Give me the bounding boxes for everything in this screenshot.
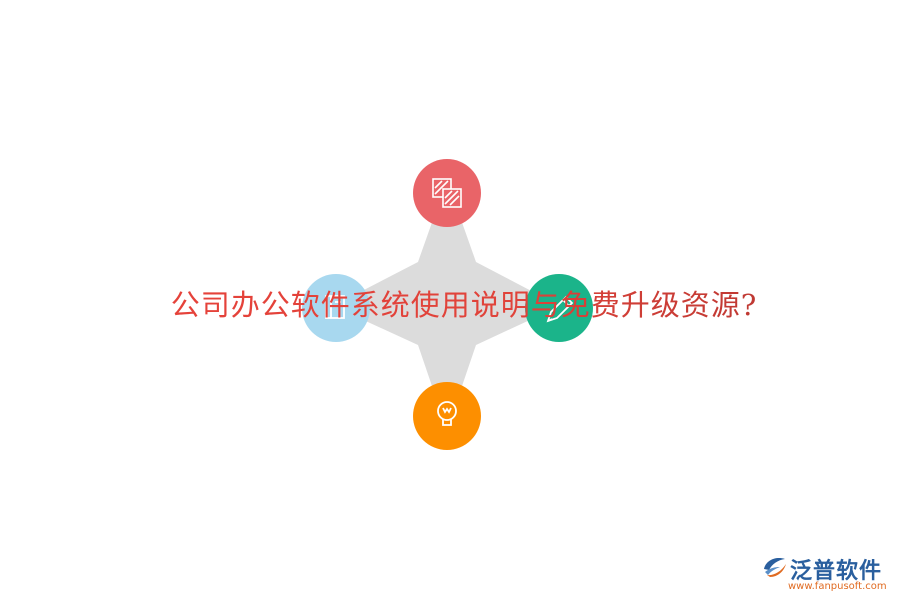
star-shape [333,180,560,430]
fanpu-logo: 泛普软件 www.fanpusoft.com [762,553,892,597]
logo-url: www.fanpusoft.com [788,581,887,592]
pencil-icon [546,295,574,323]
lightbulb-icon [437,401,457,426]
page-title: 公司办公软件系统使用说明与免费升级资源? [0,282,900,324]
book-icon [325,295,345,319]
node-bottom [413,382,481,450]
node-top [413,159,481,227]
node-right [525,274,593,342]
fanpu-logo-icon [764,558,786,577]
logo-name: 泛普软件 [790,559,883,584]
node-left [302,274,370,342]
layers-stripes-icon [432,178,462,208]
